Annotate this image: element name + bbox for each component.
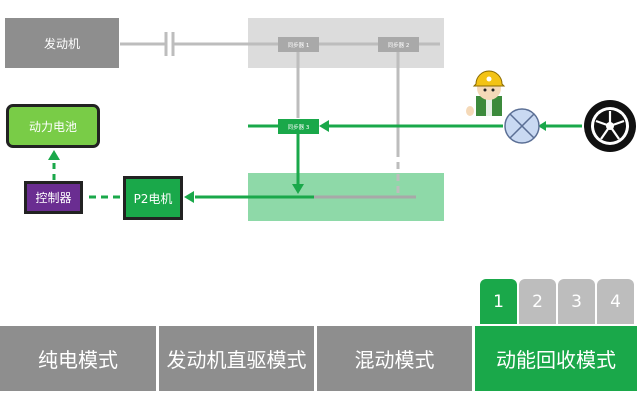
flow-arrow-reducer: [538, 121, 546, 131]
engineer-mascot-icon: [466, 70, 506, 116]
sync1-label: 同步器 1: [287, 42, 310, 49]
step-tabs: 1 2 3 4: [480, 279, 634, 324]
flow-arrow-down: [292, 184, 304, 194]
sync2-label: 同步器 2: [387, 42, 410, 49]
powertrain-diagram: [48, 18, 636, 221]
engine-box[interactable]: 发动机: [5, 18, 119, 68]
differential-symbol: [504, 108, 540, 144]
p2-motor-label: P2电机: [133, 191, 173, 206]
wheel-icon: [584, 100, 636, 152]
mode-pure-electric[interactable]: 纯电模式: [0, 326, 156, 391]
flow-arrow-battery: [48, 150, 60, 160]
sync3-label: 同步器 3: [287, 124, 310, 131]
tab-step-4[interactable]: 4: [597, 279, 634, 324]
tab-step-3[interactable]: 3: [558, 279, 595, 324]
tab-step-1[interactable]: 1: [480, 279, 517, 324]
mode-engine-direct[interactable]: 发动机直驱模式: [159, 326, 314, 391]
flow-arrow-motor: [184, 191, 194, 203]
controller-label: 控制器: [35, 191, 72, 205]
flow-arrow-sync3: [319, 120, 329, 132]
synchronizer-1[interactable]: 同步器 1: [278, 37, 319, 52]
synchronizer-3[interactable]: 同步器 3: [278, 119, 319, 134]
mode-hybrid[interactable]: 混动模式: [317, 326, 472, 391]
synchronizer-2[interactable]: 同步器 2: [378, 37, 419, 52]
tab-step-2[interactable]: 2: [519, 279, 556, 324]
battery-box[interactable]: 动力电池: [6, 104, 100, 148]
battery-label: 动力电池: [28, 119, 77, 134]
engine-label: 发动机: [43, 36, 80, 51]
controller-box[interactable]: 控制器: [24, 181, 83, 214]
p2-motor-box[interactable]: P2电机: [123, 176, 183, 220]
mode-bar: 纯电模式 发动机直驱模式 混动模式 动能回收模式: [0, 326, 640, 391]
mode-energy-recovery[interactable]: 动能回收模式: [475, 326, 637, 391]
